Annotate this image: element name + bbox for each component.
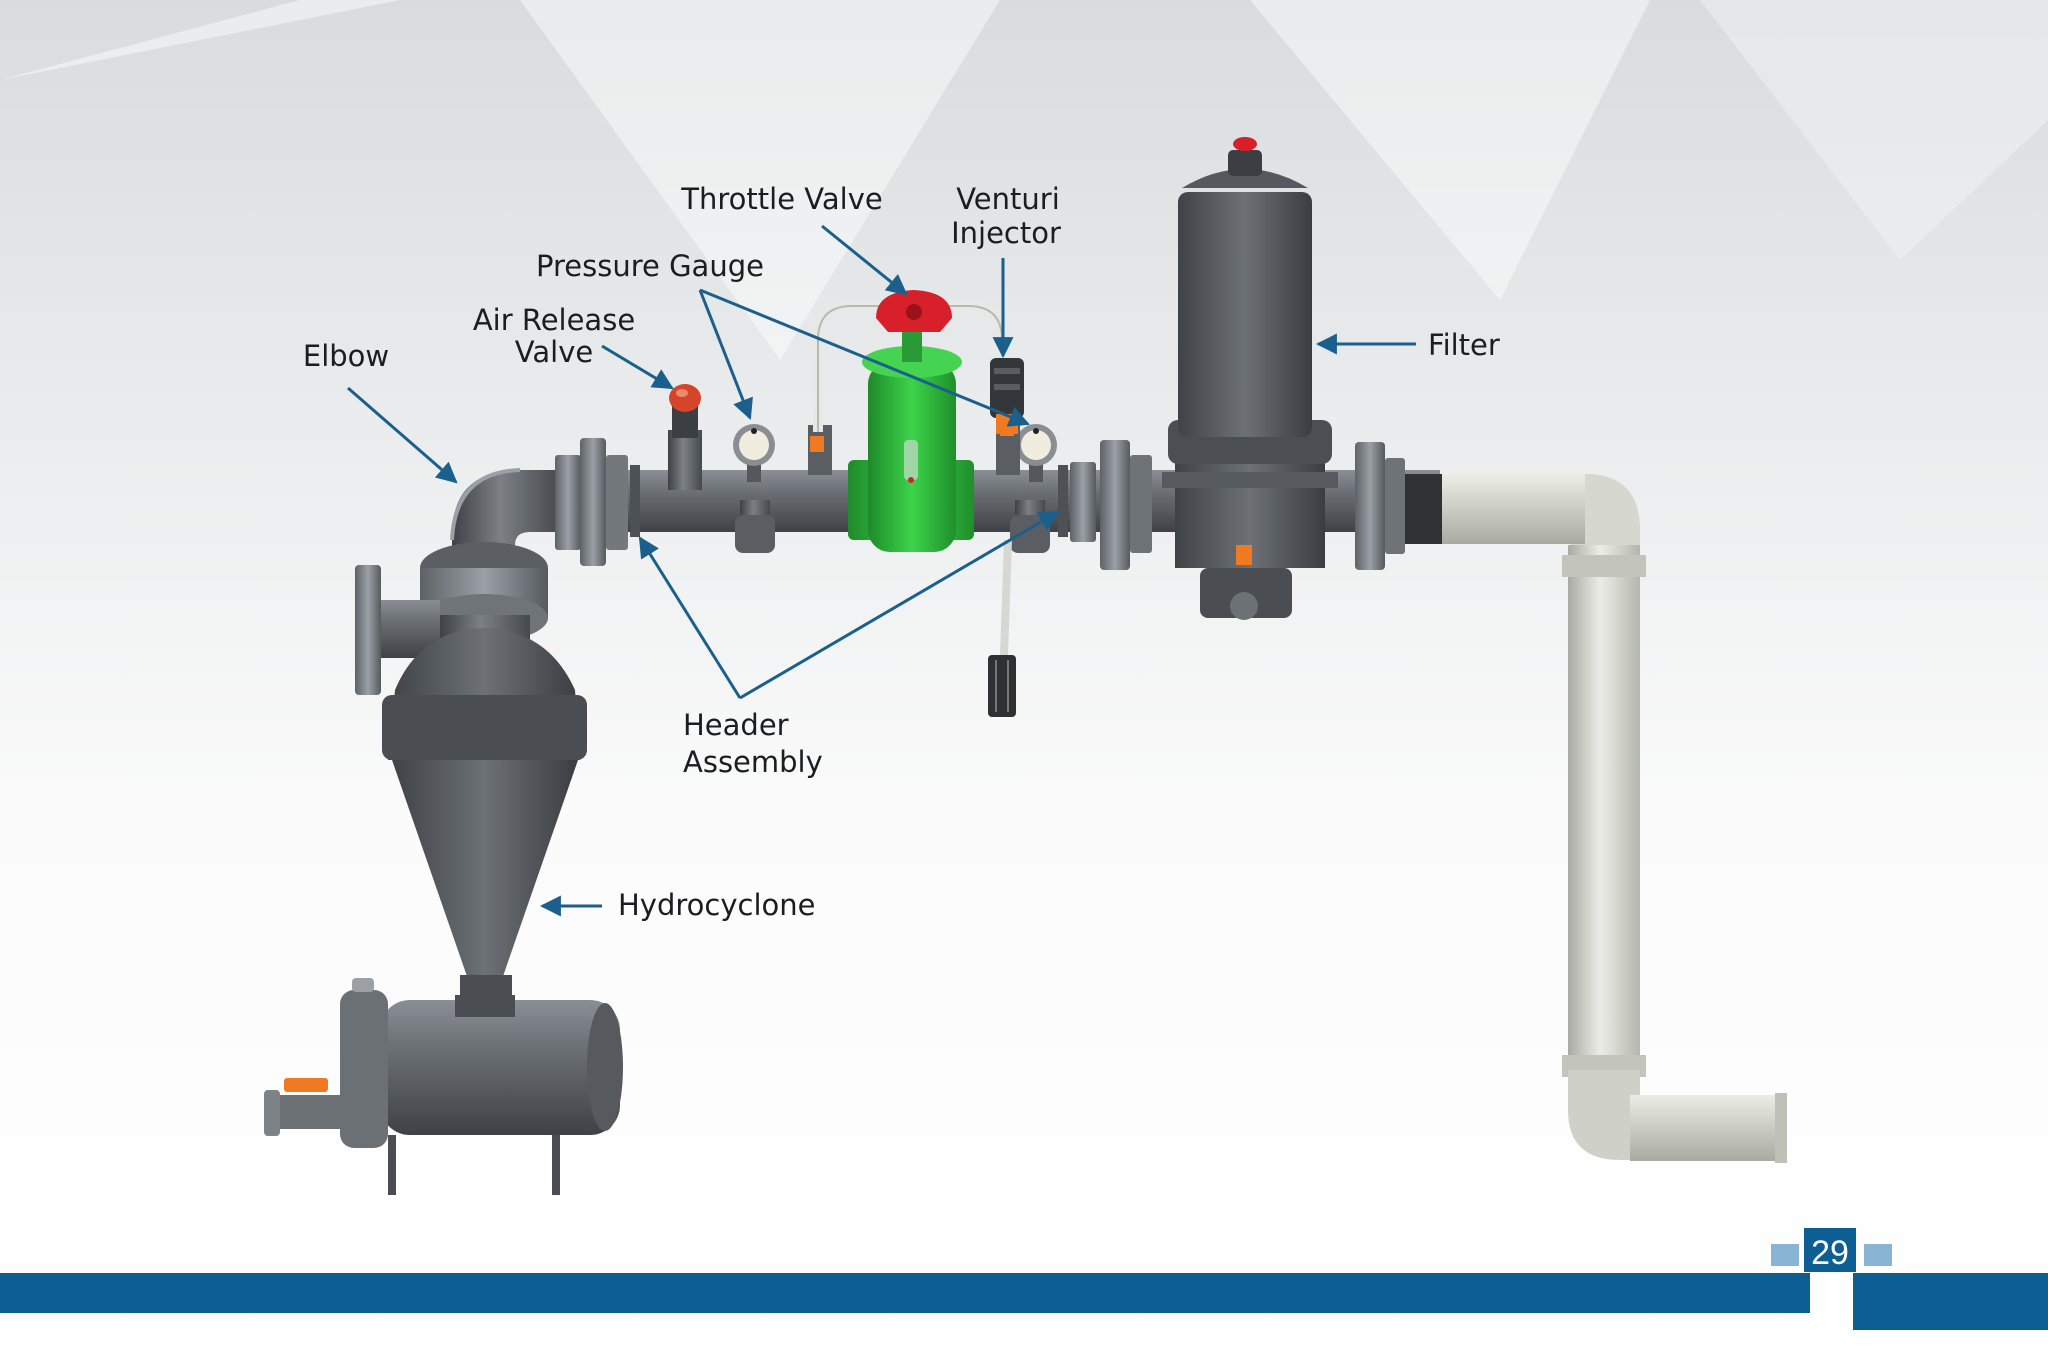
footer: 29 — [0, 1228, 2048, 1330]
label-throttle-valve: Throttle Valve — [680, 182, 882, 216]
footer-bar-left — [0, 1273, 1810, 1313]
label-air-release-line2: Valve — [515, 335, 593, 369]
page-number-box — [1804, 1228, 1856, 1272]
outlet-pvc-pipe — [1435, 474, 1787, 1163]
label-venturi-line2: Injector — [951, 216, 1061, 250]
pressure-gauge-left — [733, 424, 775, 482]
page-number: 29 — [1811, 1234, 1849, 1272]
label-header-line1: Header — [683, 708, 789, 742]
arrow-throttle-valve — [821, 224, 908, 296]
throttle-valve — [848, 290, 974, 552]
arrow-header-left — [638, 536, 742, 699]
background-streaks — [0, 0, 2048, 360]
page-marker-right — [1864, 1244, 1892, 1266]
label-venturi-line1: Venturi — [956, 182, 1060, 216]
venturi-injector — [990, 358, 1024, 434]
label-filter: Filter — [1428, 328, 1500, 362]
footer-bar-right — [1853, 1273, 2048, 1330]
disc-filter — [1162, 137, 1338, 620]
leader-arrows — [347, 224, 1416, 917]
hydrocyclone — [264, 542, 623, 1195]
suction-hose-strainer — [988, 539, 1016, 717]
label-elbow: Elbow — [303, 339, 389, 373]
pressure-gauge-right — [1015, 424, 1057, 482]
label-header-line2: Assembly — [683, 745, 823, 779]
arrow-header-right — [739, 510, 1060, 700]
page-marker-left — [1771, 1244, 1799, 1266]
label-pressure-gauge: Pressure Gauge — [536, 249, 764, 283]
arrow-pressure-gauge-right — [699, 288, 1030, 427]
arrow-pressure-gauge-left — [698, 289, 753, 420]
arrow-air-release-valve — [601, 344, 674, 390]
label-air-release-line1: Air Release — [473, 303, 635, 337]
air-release-valve — [668, 384, 702, 490]
header-flanges — [555, 438, 1405, 570]
labels: Throttle Valve Venturi Injector Pressure… — [303, 182, 1500, 922]
arrow-elbow — [347, 386, 458, 484]
header-tees — [735, 500, 1050, 553]
label-hydrocyclone: Hydrocyclone — [618, 888, 815, 922]
